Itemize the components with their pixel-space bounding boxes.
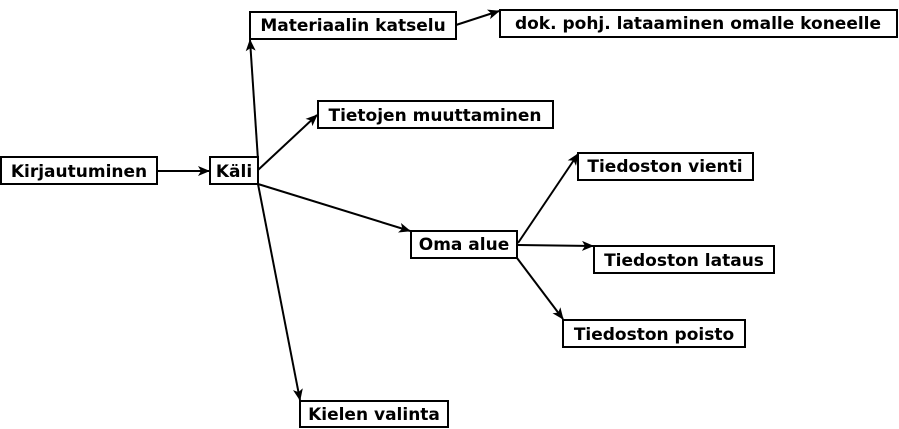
node-box [317,100,554,129]
node-box [499,9,898,38]
edge-kali-tietojen-muuttaminen [257,114,318,171]
node-box [562,319,746,348]
node-tiedoston-poisto: Tiedoston poisto [562,319,746,348]
node-kielen-valinta: Kielen valinta [299,400,449,428]
edges [146,9,594,401]
node-kirjautuminen: Kirjautuminen [0,156,158,185]
node-box [209,156,259,185]
edge-materiaalin-katselu-dok-lataaminen [455,9,500,26]
node-label: Tiedoston poisto [574,325,734,345]
node-box [593,245,775,274]
node-kali: Käli [209,156,259,185]
node-label: Tietojen muuttaminen [328,106,541,126]
node-tiedoston-vienti: Tiedoston vienti [577,152,754,181]
edge-kali-materiaalin-katselu [245,39,259,161]
edge-oma-alue-tiedoston-vienti [517,153,579,244]
node-label: Tiedoston vienti [587,157,742,177]
edge-oma-alue-tiedoston-lataus [517,240,594,251]
node-box [577,152,754,181]
edge-kali-kielen-valinta [257,183,303,401]
node-box [410,230,518,259]
node-label: Kielen valinta [308,405,440,425]
node-materiaalin-katselu: Materiaalin katselu [249,11,457,40]
node-oma-alue: Oma alue [410,230,518,259]
node-tietojen-muuttaminen: Tietojen muuttaminen [317,100,554,129]
node-dok-lataaminen: dok. pohj. lataaminen omalle koneelle [499,9,898,38]
node-label: Tiedoston lataus [604,251,764,271]
edge-oma-alue-tiedoston-poisto [516,257,564,320]
node-label: dok. pohj. lataaminen omalle koneelle [515,14,881,34]
node-box [299,400,449,428]
node-label: Kirjautuminen [11,162,147,182]
node-label: Materiaalin katselu [260,16,445,36]
edge-kali-oma-alue [257,183,411,233]
node-box [249,11,457,40]
node-box [0,156,158,185]
node-label: Käli [216,162,252,182]
node-tiedoston-lataus: Tiedoston lataus [593,245,775,274]
node-label: Oma alue [419,235,510,255]
